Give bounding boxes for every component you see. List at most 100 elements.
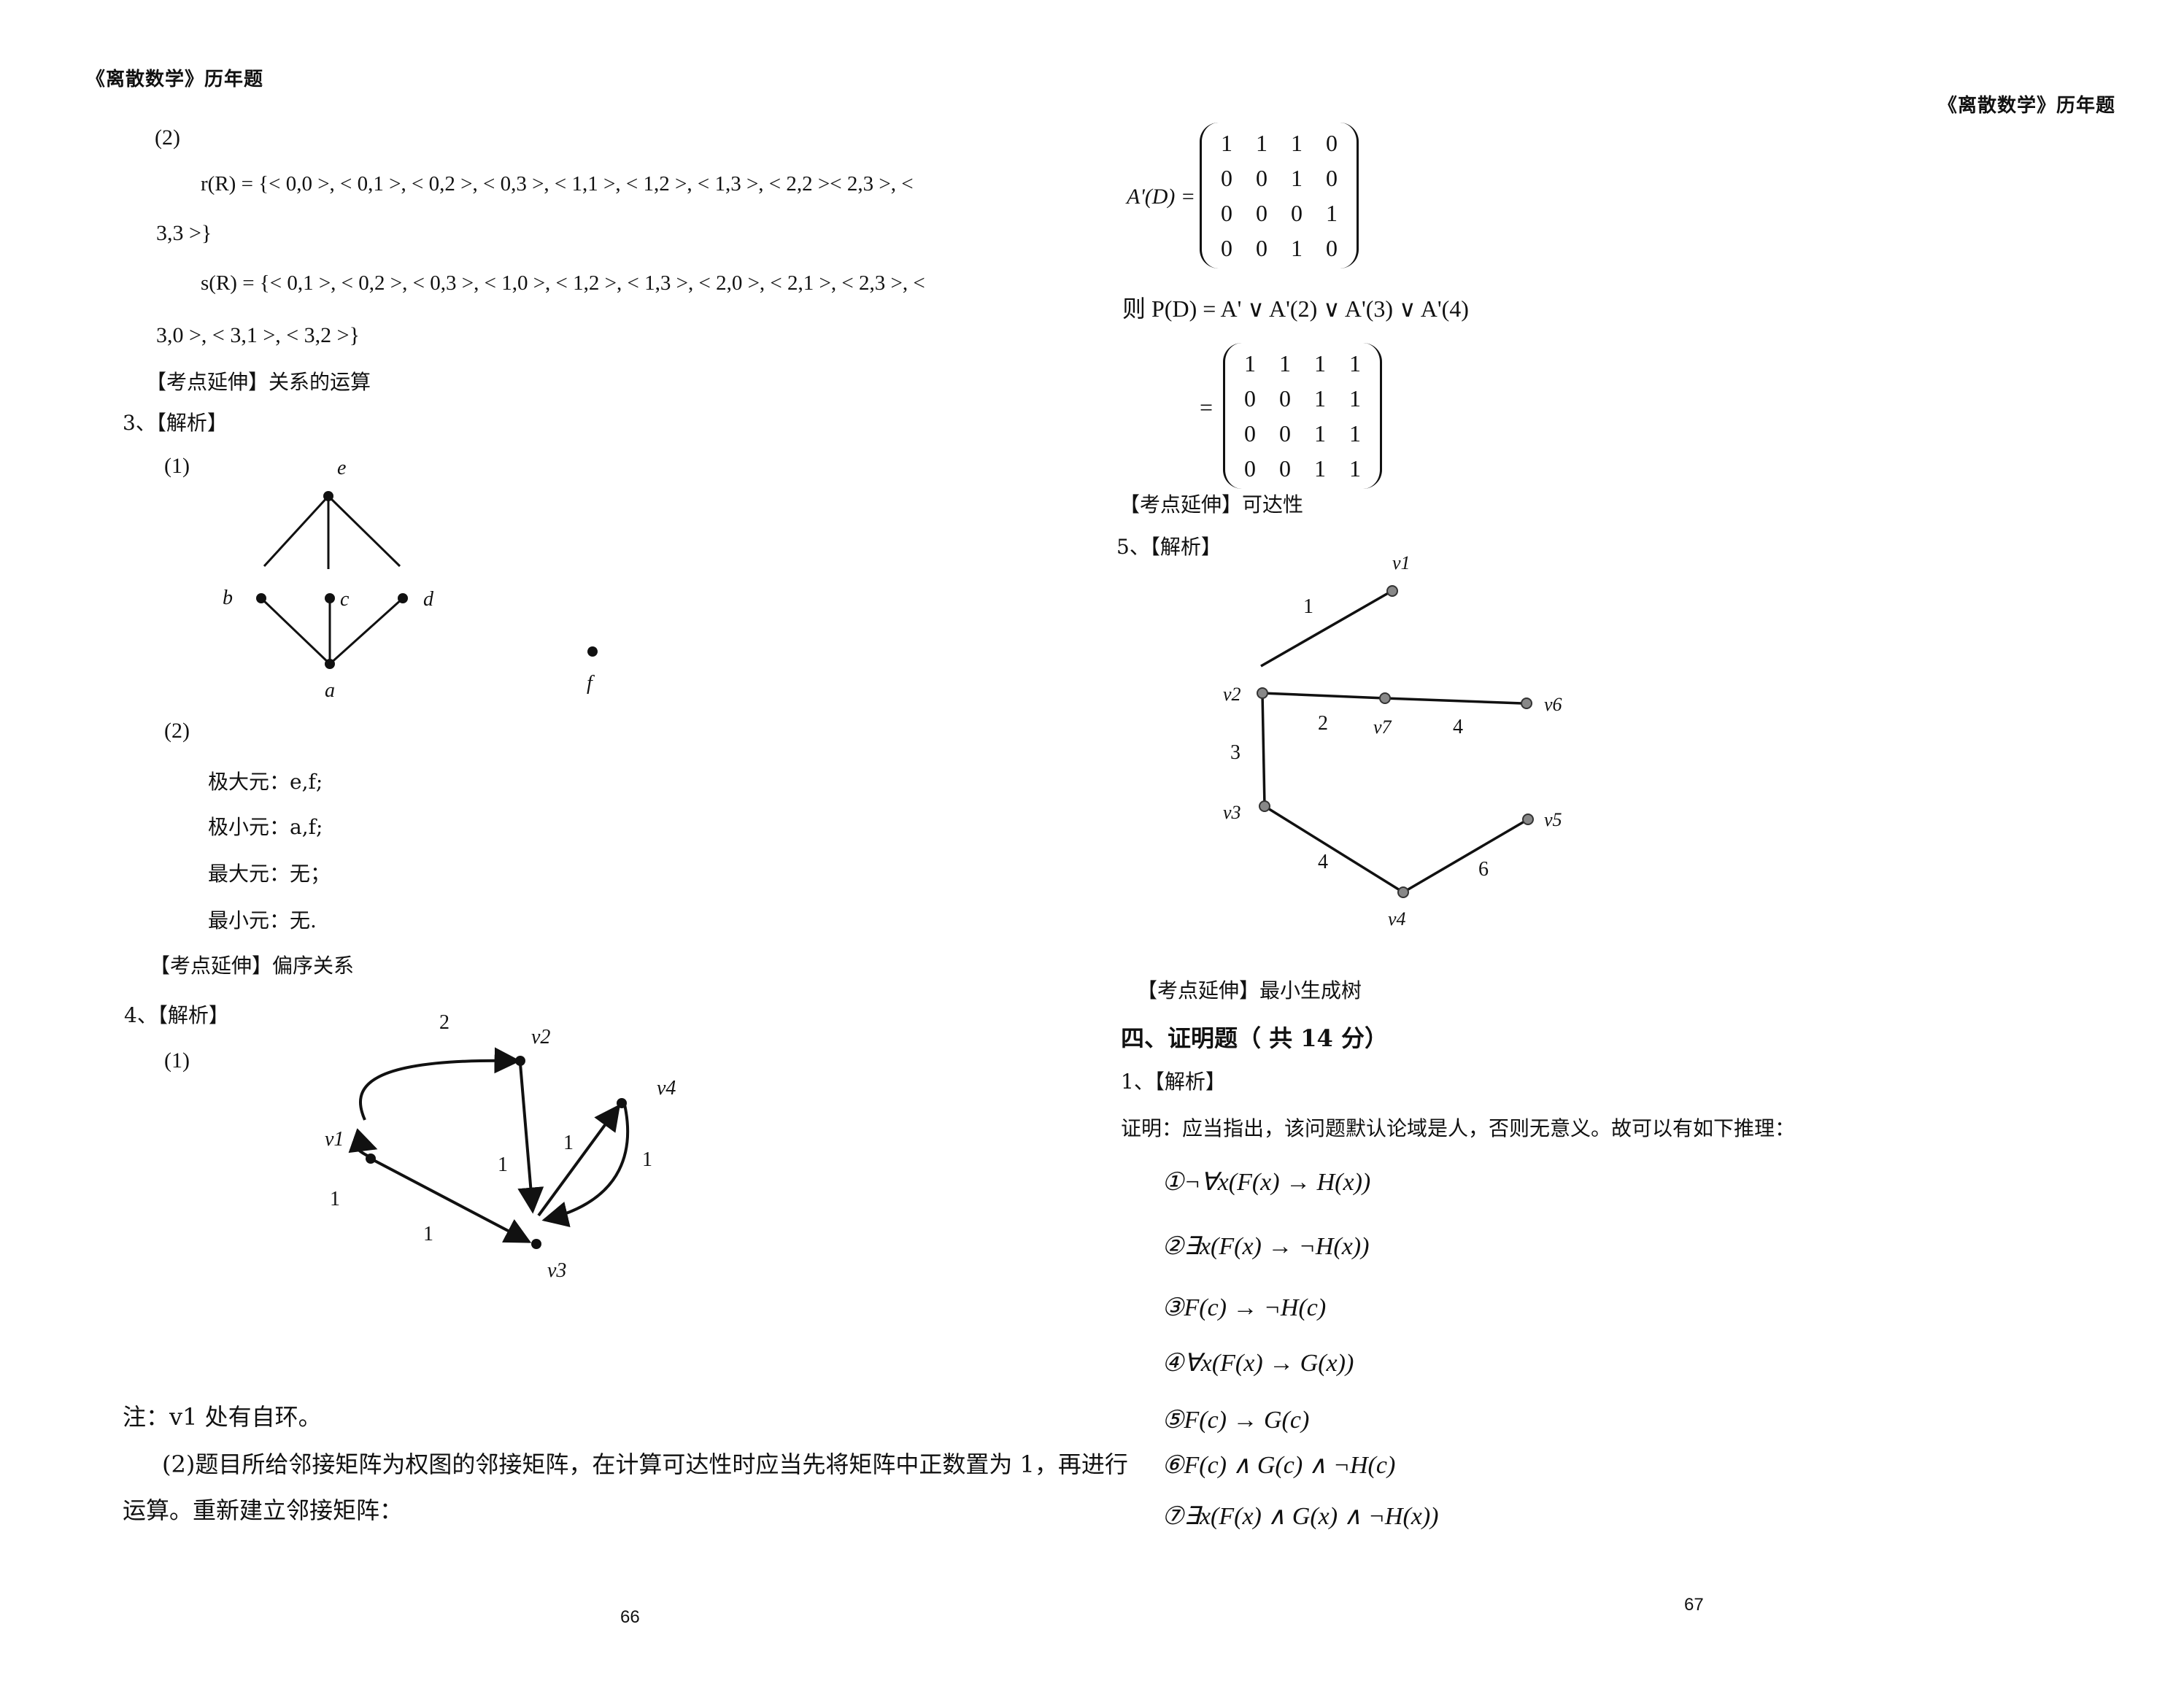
tree-node-v5 [1522, 814, 1534, 825]
hasse-label-f: f [587, 672, 595, 695]
matrix1-cell: 0 [1221, 199, 1232, 226]
tree-node-v6 [1521, 697, 1532, 709]
hasse-node-e [323, 491, 333, 501]
graph-node-v3 [531, 1239, 541, 1249]
graph-label-v4: v4 [657, 1077, 676, 1100]
page-number-left: 66 [620, 1607, 640, 1627]
tree-label-v1: v1 [1392, 552, 1411, 573]
hasse-node-d [398, 593, 408, 603]
symmetric-closure: s(R) = {< 0,1 >, < 0,2 >, < 0,3 >, < 1,0… [201, 271, 925, 295]
tree-label-v2: v2 [1223, 684, 1241, 705]
tree-weight-v3v4: 4 [1318, 851, 1328, 873]
matrix1-cell: 0 [1256, 164, 1267, 191]
symmetric-closure-cont: 3,0 >, < 3,1 >, < 3,2 >} [156, 323, 360, 347]
self-loop-note: 注：v1 处有自环。 [123, 1403, 322, 1431]
tree-label-v4: v4 [1388, 908, 1406, 930]
matrix2-cell: 1 [1349, 420, 1361, 447]
graph-weight-v3v4: 1 [563, 1132, 574, 1154]
matrix1-cell: 0 [1221, 164, 1232, 191]
matrix1-cell: 1 [1326, 199, 1338, 226]
graph-label-v3: v3 [547, 1259, 566, 1282]
reachability-formula: 则 P(D) = A' ∨ A'(2) ∨ A'(3) ∨ A'(4) [1122, 295, 1469, 322]
proof-step-4: ④∀x(F(x) → G(x)) [1162, 1350, 1354, 1377]
tree-weight-v2v1: 1 [1303, 595, 1313, 618]
hasse-label-a: a [325, 679, 335, 702]
tree-node-v4 [1397, 886, 1409, 898]
matrix2-cell: 1 [1349, 455, 1361, 482]
hasse-label-d: d [423, 588, 434, 611]
hasse-label-b: b [223, 587, 233, 609]
proof-intro: 证明：应当指出，该问题默认论域是人，否则无意义。故可以有如下推理： [1121, 1116, 1796, 1140]
q5-title: 5、【解析】 [1116, 535, 1222, 559]
graph-node-v2 [515, 1056, 525, 1066]
matrix2-cell: 1 [1349, 349, 1361, 376]
matrix2-cell: 1 [1279, 349, 1291, 376]
matrix2-cell: 0 [1279, 420, 1291, 447]
hasse-diagram: e b c d a f [223, 457, 598, 702]
graph-weight-v1v3: 1 [423, 1223, 433, 1245]
extension-partial-order: 【考点延伸】偏序关系 [150, 954, 355, 978]
tree-node-v2 [1257, 687, 1268, 699]
graph-node-v4 [617, 1098, 627, 1108]
tree-label-v6: v6 [1544, 694, 1562, 715]
q3-part1: (1) [164, 454, 190, 478]
matrix1-cell: 1 [1256, 129, 1267, 156]
tree-weight-v7v6: 4 [1453, 716, 1463, 738]
q4-part1: (1) [164, 1048, 190, 1073]
proof1-title: 1、【解析】 [1121, 1070, 1226, 1094]
directed-graph: v1 v2 v3 v4 2 1 1 1 1 1 [325, 1011, 676, 1282]
minimal-elements: 极小元：a,f; [208, 815, 323, 839]
extension-mst: 【考点延伸】最小生成树 [1137, 978, 1362, 1002]
q4-title: 4、【解析】 [124, 1003, 229, 1027]
tree-label-v3: v3 [1223, 802, 1241, 823]
matrix2-cell: 0 [1279, 384, 1291, 411]
tree-node-v3 [1259, 800, 1270, 812]
proof-step-2: ②∃x(F(x) → ¬H(x)) [1162, 1233, 1370, 1260]
matrix2-cell: 0 [1244, 420, 1256, 447]
q3-part2: (2) [164, 719, 190, 743]
extension-reachability: 【考点延伸】可达性 [1119, 492, 1304, 517]
matrix1-cell: 1 [1291, 234, 1303, 261]
page-header-left: 《离散数学》历年题 [86, 69, 264, 90]
matrix2-cell: 1 [1349, 384, 1361, 411]
matrix2-cell: 1 [1244, 349, 1256, 376]
matrix2-cell: 0 [1279, 455, 1291, 482]
proof-step-7: ⑦∃x(F(x) ∧ G(x) ∧ ¬H(x)) [1162, 1503, 1439, 1530]
matrix2-cell: 1 [1314, 455, 1326, 482]
matrix2-cell: 1 [1314, 384, 1326, 411]
hasse-node-c [325, 593, 335, 603]
matrix1-cell: 1 [1291, 129, 1303, 156]
hasse-label-c: c [340, 588, 350, 611]
matrix1-cell: 0 [1326, 234, 1338, 261]
graph-weight-v1v2: 2 [439, 1011, 449, 1034]
greatest-element: 最大元：无； [208, 862, 331, 886]
spanning-tree: v1 v2 v3 v4 v5 v6 v7 1 2 4 3 4 6 [1223, 552, 1562, 930]
matrix-label: A'(D) = [1127, 185, 1196, 209]
graph-label-v2: v2 [531, 1026, 550, 1048]
matrix1-cell: 1 [1291, 164, 1303, 191]
matrix1-cell: 1 [1221, 129, 1232, 156]
proof-step-5: ⑤F(c) → G(c) [1162, 1407, 1310, 1434]
matrix1-cell: 0 [1326, 164, 1338, 191]
extension-relation-ops: 【考点延伸】关系的运算 [146, 370, 371, 394]
proof-step-1: ①¬∀x(F(x) → H(x)) [1162, 1169, 1371, 1196]
tree-weight-v2v3: 3 [1230, 741, 1240, 764]
maximal-elements: 极大元：e,f; [208, 770, 323, 794]
tree-node-v1 [1386, 585, 1398, 597]
equals-sign: = [1200, 394, 1213, 420]
hasse-node-f [587, 646, 598, 657]
proof-step-6: ⑥F(c) ∧ G(c) ∧ ¬H(c) [1162, 1452, 1396, 1479]
tree-weight-v2v7: 2 [1318, 712, 1328, 735]
hasse-node-b [256, 593, 266, 603]
graph-label-v1: v1 [325, 1128, 344, 1151]
matrix2-cell: 1 [1314, 349, 1326, 376]
q2-label: (2) [155, 125, 180, 150]
reflexive-closure-cont: 3,3 >} [156, 221, 212, 245]
least-element: 最小元：无. [208, 908, 317, 932]
explanation-line2: 运算。重新建立邻接矩阵： [123, 1496, 404, 1524]
graph-weight-v2v3: 1 [498, 1153, 508, 1176]
left-page: 《离散数学》历年题 (2) r(R) = {< 0,0 >, < 0,1 >, … [86, 69, 1128, 1627]
matrix2-cell: 1 [1314, 420, 1326, 447]
